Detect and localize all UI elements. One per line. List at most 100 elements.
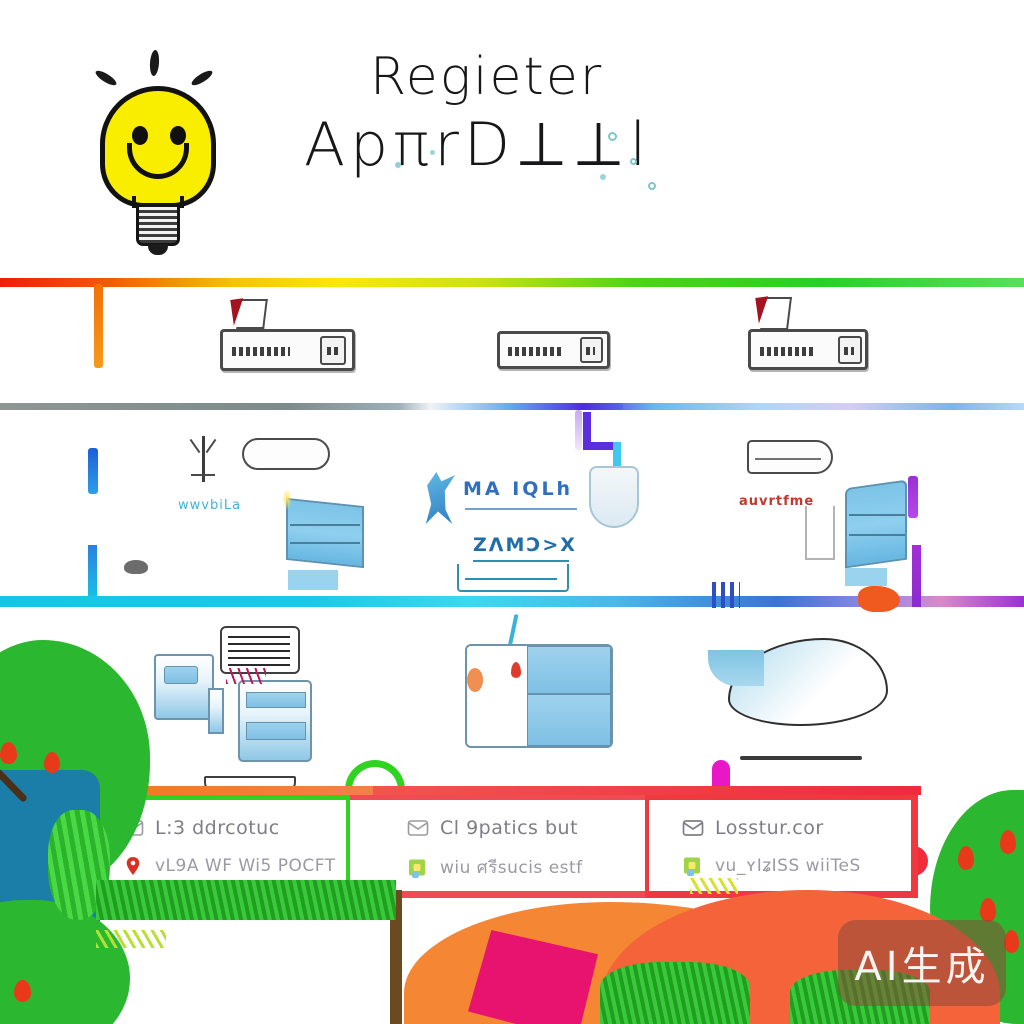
bottom-card-two-sub-line: wiu ศรีsucis estf	[406, 854, 583, 881]
blue-bar	[845, 568, 887, 586]
squiggle-yellow	[690, 878, 738, 894]
divider-cyan	[0, 596, 1024, 607]
title-speck	[648, 182, 656, 190]
bottom-card-three[interactable]: Losstur.cor vu_ʏIʑISS wiiTeS	[645, 793, 918, 898]
cup-sketch-icon	[589, 466, 639, 528]
squiggle-lime	[96, 930, 166, 948]
spark-icon	[93, 68, 119, 88]
connector-elbow-purple	[583, 412, 591, 450]
squiggle-navy	[712, 582, 740, 608]
tick-purple-right	[908, 476, 918, 518]
doc-line	[849, 534, 905, 536]
tick-blue-left	[88, 448, 98, 494]
sketch-chip-glyph	[586, 347, 595, 355]
paper-text-lines	[228, 636, 290, 666]
ribbon-underline	[740, 756, 862, 760]
berry	[44, 752, 60, 773]
sketch-chip-glyph	[844, 347, 854, 355]
plant-leaf	[189, 438, 201, 454]
connector-elbow-purple	[583, 442, 621, 450]
grass-center	[600, 962, 750, 1024]
berry	[958, 846, 974, 870]
band-red-right	[373, 786, 921, 795]
appliance-door	[527, 646, 611, 694]
hanger-sketch-icon	[242, 438, 330, 470]
sketch-card-row	[0, 287, 1024, 399]
doc-line	[290, 542, 360, 544]
bottom-card-three-sub-line: vu_ʏIʑISS wiiTeS	[681, 854, 861, 878]
title-line-1: Regieter	[370, 47, 604, 107]
figure-sketch-icon	[425, 472, 455, 524]
tray-line	[465, 578, 557, 580]
bottom-card-two-title: Cl 9patics but	[440, 817, 579, 839]
bulb-base	[136, 204, 180, 246]
page-title: Regieter ApπrD⊥⊥l	[300, 46, 770, 190]
clipboard-line	[755, 458, 821, 460]
envelope-icon	[681, 816, 705, 840]
plant-leaf	[191, 474, 215, 476]
bulb-base-tip	[148, 244, 168, 255]
glass-sketch	[805, 506, 835, 560]
spark-icon	[189, 68, 215, 88]
bottom-card-two-subtitle: wiu ศรีsucis estf	[440, 858, 583, 878]
tray-sketch	[457, 564, 569, 592]
bottom-card-one-sub-line: vL9A WF Wi5 POCFT	[121, 854, 336, 878]
blue-sketch-label-2a: MA IQLh	[463, 478, 574, 500]
cyan-frame-right	[912, 545, 921, 607]
doc-line	[290, 524, 360, 526]
blue-sketch-label-3: auvrtfme	[739, 494, 815, 509]
sketch-card-label	[508, 347, 564, 356]
plant-leaf	[205, 438, 217, 454]
blue-sketch-label-1: wwvbiLa	[178, 498, 242, 513]
printer-slot	[246, 692, 306, 708]
printer-tray	[246, 722, 306, 740]
stem-green	[345, 760, 405, 806]
envelope-icon	[406, 816, 430, 840]
berry	[980, 898, 996, 922]
ink-splat-orange	[858, 586, 900, 612]
printer-screen	[164, 666, 198, 684]
ribbon-tail	[708, 650, 764, 686]
bulb-eye-left	[132, 126, 148, 145]
berry	[0, 742, 17, 764]
bottom-card-three-title: Losstur.cor	[715, 817, 824, 839]
title-speck	[608, 132, 617, 141]
title-speck	[430, 150, 435, 155]
clipboard-sketch-icon	[747, 440, 833, 474]
appliance-indicator-red	[511, 662, 521, 678]
header: Regieter ApπrD⊥⊥l	[0, 0, 1024, 275]
title-speck	[600, 174, 606, 180]
lightbulb-smiley-icon	[82, 48, 232, 255]
title-line-2: ApπrD⊥⊥l	[304, 110, 652, 180]
printer-arm	[208, 688, 224, 734]
cyan-frame-left	[88, 545, 97, 601]
bottom-card-one-title-line: L:3 ddrcotuc	[121, 816, 280, 840]
berry	[1004, 930, 1019, 953]
plant-sketch-icon	[202, 436, 205, 482]
underline	[465, 508, 577, 510]
bulb-neck	[132, 196, 184, 208]
ink-dot-gray	[124, 560, 148, 574]
printer-body	[154, 654, 214, 720]
divider-cool	[0, 403, 1024, 410]
band-orange-left	[88, 786, 373, 795]
berry	[14, 980, 31, 1002]
bulb-glass	[100, 86, 216, 208]
image-tile-icon	[406, 856, 430, 880]
bottom-card-two[interactable]: Cl 9patics but wiu ศรีsucis estf	[350, 793, 645, 898]
appliance-indicator-orange	[467, 668, 483, 692]
divider-warm	[0, 278, 1024, 287]
blue-sketch-label-2b: ZΛMƆ>X	[473, 534, 577, 556]
divider-tick	[94, 284, 103, 368]
underline	[473, 560, 569, 562]
blue-bar	[288, 570, 338, 590]
pink-marks	[226, 668, 266, 684]
bottom-card-one-title: L:3 ddrcotuc	[155, 817, 280, 839]
location-pin-icon	[121, 854, 145, 878]
grass-left	[96, 880, 396, 920]
bottom-card-three-subtitle: vu_ʏIʑISS wiiTeS	[715, 856, 861, 876]
ground-tree-trunk	[390, 890, 402, 1024]
berry	[1000, 830, 1016, 854]
bulb-eye-right	[170, 126, 186, 145]
